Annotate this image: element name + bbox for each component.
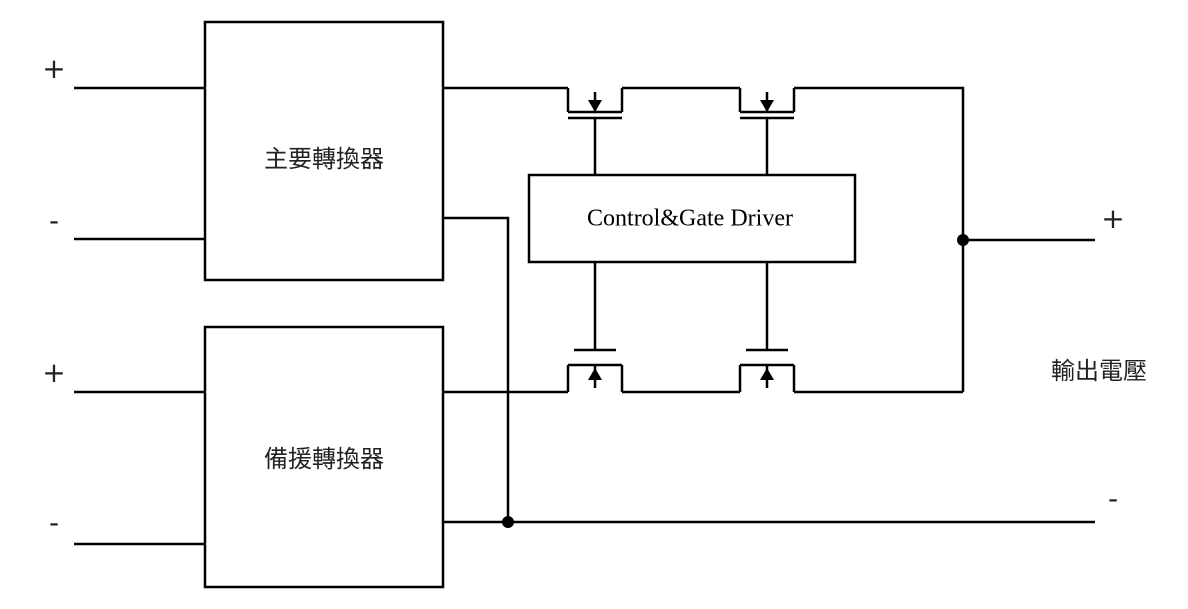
backup-converter-box xyxy=(203,325,445,589)
positive-junction-dot xyxy=(957,234,969,246)
main-input-plus-sign: + xyxy=(42,52,65,85)
mosfet-bottom-2 xyxy=(738,262,796,392)
main-converter-label: 主要轉換器 xyxy=(264,145,384,173)
main-output-minus-wire xyxy=(443,216,510,522)
main-converter-box xyxy=(203,20,445,282)
output-plus-sign: + xyxy=(1101,202,1124,235)
backup-input-minus-sign: - xyxy=(49,506,59,539)
mosfet-bottom-1 xyxy=(566,262,624,392)
controller-label: Control&Gate Driver xyxy=(587,206,793,232)
control-gate-driver-box xyxy=(527,173,857,264)
mosfet-top-1 xyxy=(566,88,624,175)
mosfet-top-2 xyxy=(738,88,796,175)
output-minus-sign: - xyxy=(1108,482,1118,515)
backup-input-plus-sign: + xyxy=(42,356,65,389)
backup-converter-label: 備援轉換器 xyxy=(264,445,384,473)
main-input-minus-sign: - xyxy=(49,204,59,237)
negative-junction-dot xyxy=(502,516,514,528)
output-voltage-label: 輸出電壓 xyxy=(1051,357,1147,385)
top-right-output-wire xyxy=(794,86,965,392)
